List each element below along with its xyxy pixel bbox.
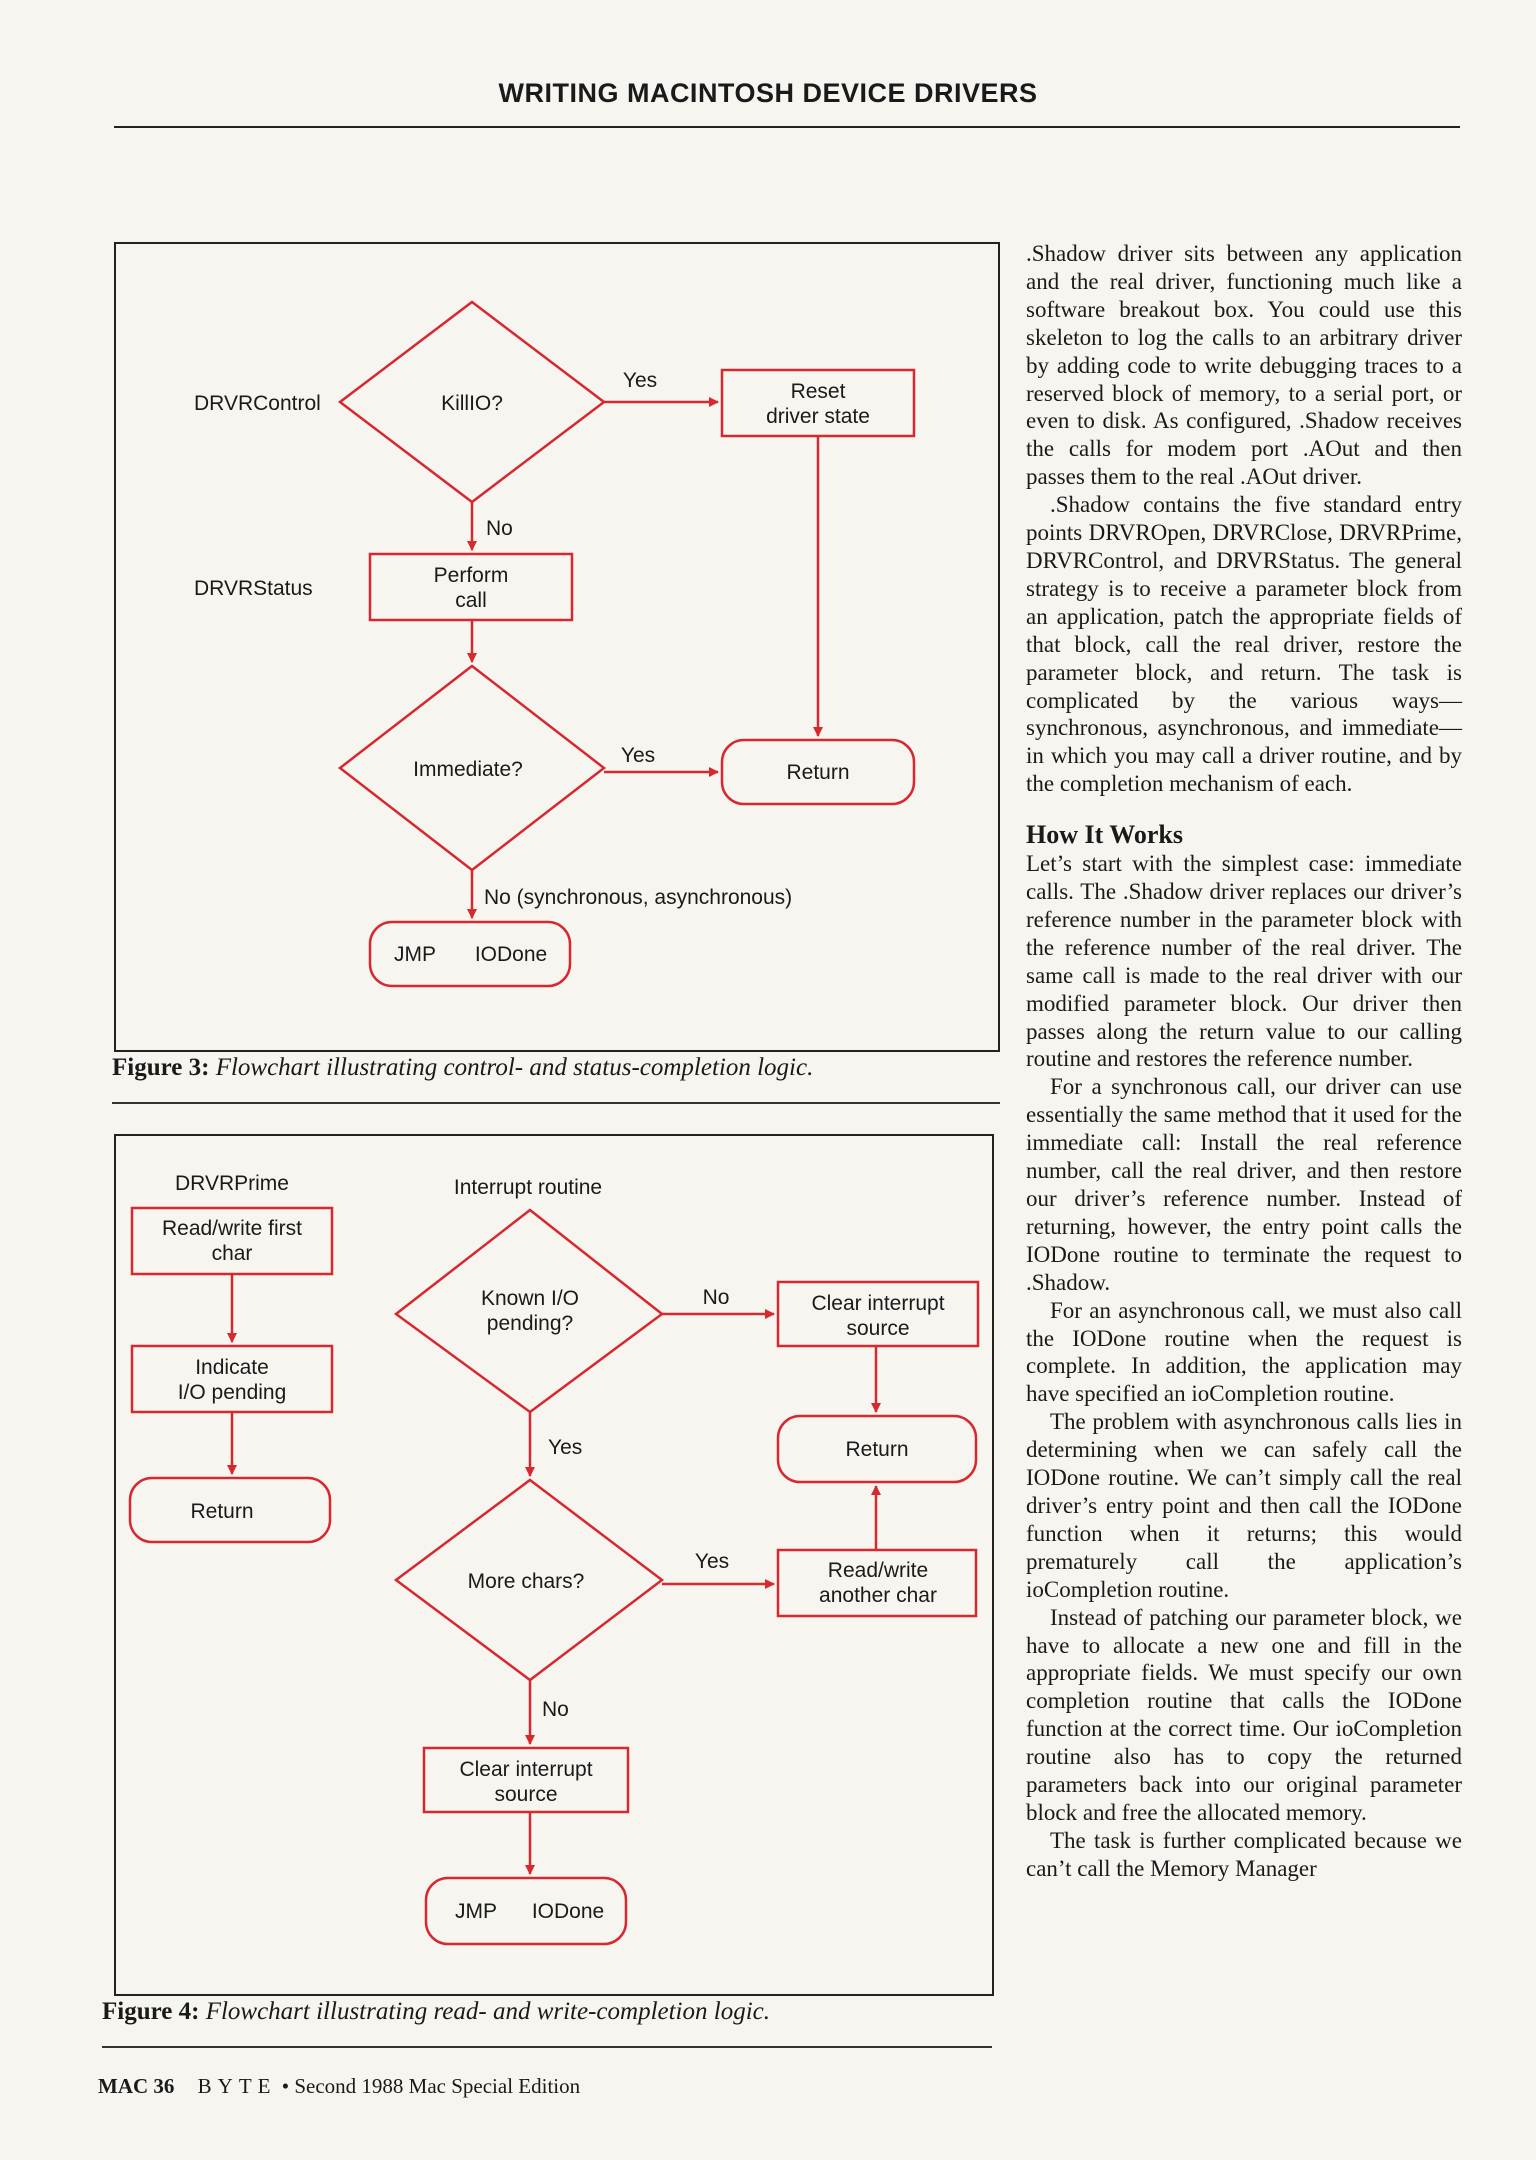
clear1-text-1: Clear interrupt — [811, 1292, 944, 1315]
body-paragraph-8: The task is further complicated because … — [1026, 1827, 1462, 1881]
body-paragraph-2: .Shadow contains the five standard entry… — [1026, 492, 1462, 797]
yes-label-2: Yes — [621, 744, 655, 767]
iodone-text: IODone — [475, 943, 547, 966]
rw-another-text-2: another char — [819, 1584, 937, 1607]
jmp-iodone-terminal-2 — [424, 1876, 628, 1946]
rw-another-text-1: Read/write — [828, 1559, 928, 1582]
page-number: MAC 36 — [98, 2074, 175, 2098]
more-chars-text: More chars? — [468, 1570, 585, 1593]
page-header: WRITING MACINTOSH DEVICE DRIVERS — [498, 78, 1038, 108]
article-body: .Shadow driver sits between any applicat… — [1026, 240, 1462, 1883]
return-right-text: Return — [845, 1438, 908, 1461]
figure-4-flowchart: DRVRPrime Interrupt routine Read/write f… — [114, 1134, 994, 1996]
no-sync-label: No (synchronous, asynchronous) — [484, 886, 792, 909]
indicate-text-2: I/O pending — [178, 1381, 287, 1404]
figure-4-frame — [114, 1134, 994, 1996]
clear-interrupt-box-1 — [776, 1280, 980, 1348]
reset-text-2: driver state — [766, 405, 870, 428]
clear-interrupt-box-2 — [422, 1746, 630, 1814]
known-io-text-1: Known I/O — [481, 1287, 579, 1310]
return-left-text: Return — [190, 1500, 253, 1523]
figure-4-caption-text: Flowchart illustrating read- and write-c… — [205, 1998, 770, 2025]
figure-3-caption-label: Figure 3: — [112, 1054, 210, 1081]
clear1-text-2: source — [846, 1317, 909, 1340]
killio-text: KillIO? — [441, 392, 503, 415]
return-terminal — [720, 738, 916, 806]
yes-label-1: Yes — [548, 1436, 582, 1459]
return-left-terminal — [128, 1476, 332, 1544]
page-footer: MAC 36 BYTE • Second 1988 Mac Special Ed… — [98, 2074, 580, 2099]
jmp-iodone-terminal — [368, 920, 572, 988]
body-paragraph-4: For a synchronous call, our driver can u… — [1026, 1074, 1462, 1295]
drvr-prime-label: DRVRPrime — [175, 1172, 289, 1195]
indicate-text-1: Indicate — [195, 1356, 269, 1379]
clear2-text-1: Clear interrupt — [459, 1758, 592, 1781]
figure-3-caption-rule — [112, 1102, 1000, 1104]
drvr-control-label: DRVRControl — [194, 392, 321, 415]
iodone-text-2: IODone — [532, 1900, 604, 1923]
body-paragraph-3: Let’s start with the simplest case: imme… — [1026, 851, 1462, 1072]
no-label-2: No — [542, 1698, 569, 1721]
perform-text-1: Perform — [434, 564, 509, 587]
yes-label-1: Yes — [623, 369, 657, 392]
immediate-text: Immediate? — [413, 758, 523, 781]
figure-3-caption-text: Flowchart illustrating control- and stat… — [215, 1054, 814, 1081]
return-right-terminal — [776, 1414, 978, 1484]
reset-text-1: Reset — [791, 380, 846, 403]
figure-3: DRVRControl DRVRStatus KillIO? Yes Reset… — [114, 242, 1000, 1052]
interrupt-routine-label: Interrupt routine — [454, 1176, 602, 1199]
figure-4-caption-rule — [102, 2046, 992, 2048]
footer-bullet: • — [281, 2074, 290, 2098]
figure-4: DRVRPrime Interrupt routine Read/write f… — [114, 1134, 994, 1996]
body-paragraph-1: .Shadow driver sits between any applicat… — [1026, 241, 1462, 490]
jmp-text: JMP — [394, 943, 436, 966]
rw-first-text-1: Read/write first — [162, 1217, 302, 1240]
perform-text-2: call — [455, 589, 487, 612]
figure-3-caption: Figure 3: Flowchart illustrating control… — [112, 1054, 813, 1082]
return-text: Return — [786, 761, 849, 784]
section-heading: How It Works — [1026, 820, 1183, 850]
figure-4-caption-label: Figure 4: — [102, 1998, 200, 2025]
drvr-status-label: DRVRStatus — [194, 577, 313, 600]
known-io-text-2: pending? — [487, 1312, 573, 1335]
rw-first-text-2: char — [212, 1242, 253, 1265]
no-label-1: No — [486, 517, 513, 540]
clear2-text-2: source — [494, 1783, 557, 1806]
jmp-text-2: JMP — [455, 1900, 497, 1923]
no-label-1: No — [703, 1286, 730, 1309]
body-paragraph-6: The problem with asynchronous calls lies… — [1026, 1409, 1462, 1602]
magazine-name: BYTE — [197, 2074, 277, 2098]
yes-label-2: Yes — [695, 1550, 729, 1573]
figure-3-flowchart: DRVRControl DRVRStatus KillIO? Yes Reset… — [114, 242, 1000, 1052]
body-paragraph-7: Instead of patching our parameter block,… — [1026, 1604, 1462, 1825]
body-paragraph-5: For an asynchronous call, we must also c… — [1026, 1297, 1462, 1407]
edition-name: Second 1988 Mac Special Edition — [294, 2074, 581, 2098]
figure-4-caption: Figure 4: Flowchart illustrating read- a… — [102, 1998, 770, 2026]
figure-3-frame — [114, 242, 1000, 1052]
known-io-decision — [393, 1208, 665, 1414]
header-rule — [114, 126, 1460, 128]
